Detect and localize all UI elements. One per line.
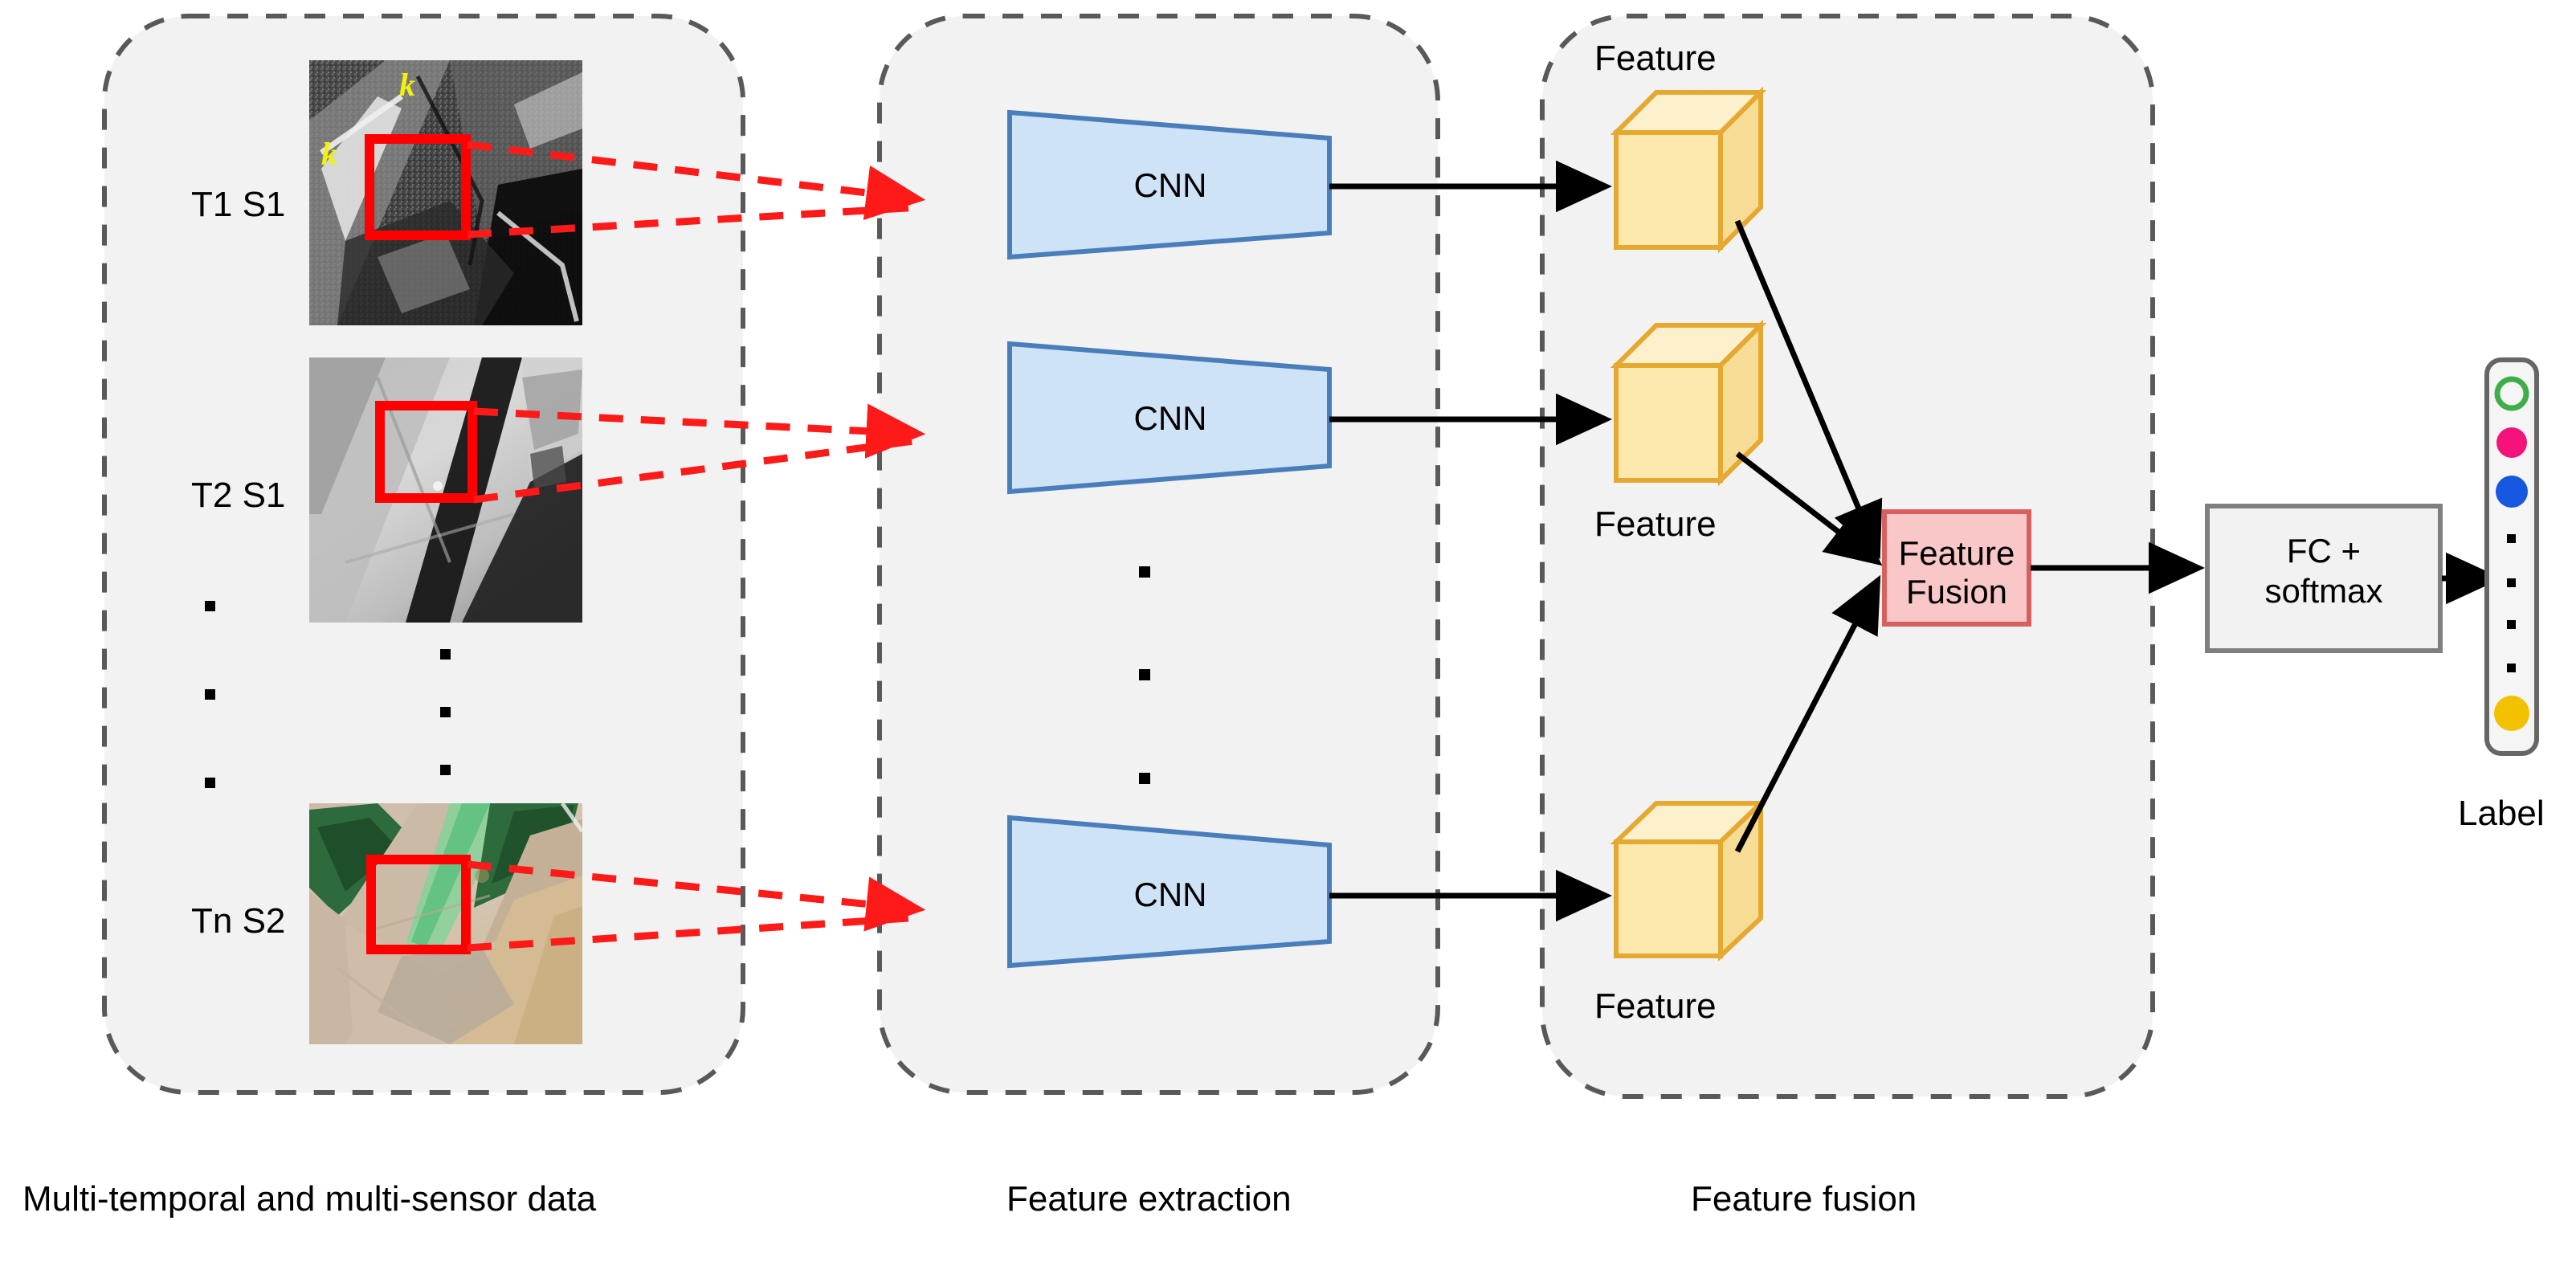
- crop-box-t2: [375, 401, 477, 503]
- cnn-block-2-label: CNN: [1133, 399, 1207, 437]
- feature-label-3: Feature: [1594, 986, 1717, 1026]
- input-ellipsis-dot: [205, 778, 215, 788]
- fc-softmax-label-line2: softmax: [2264, 572, 2383, 610]
- arrow-feature1-to-fusion: [1734, 219, 1883, 560]
- input-image-t1-s1: [309, 60, 582, 325]
- feature-fusion-label-line1: Feature: [1898, 534, 2015, 572]
- label-class-n: [2494, 696, 2529, 731]
- cnn-block-2[interactable]: [1007, 341, 1332, 495]
- crop-box-t1: [365, 134, 471, 240]
- cnn-block-3[interactable]: [1007, 815, 1332, 969]
- cnn-ellipsis-dot: [1139, 566, 1150, 578]
- panel-caption-fusion: Feature fusion: [1691, 1179, 1917, 1219]
- label-class-3: [2496, 476, 2528, 508]
- label-ellipsis-3: [2507, 620, 2516, 629]
- input-ellipsis-dot: [205, 689, 215, 700]
- label-ellipsis-4: [2507, 664, 2516, 672]
- label-ellipsis-1: [2507, 534, 2516, 543]
- output-label-caption: Label: [2458, 794, 2545, 833]
- label-class-1: [2494, 376, 2529, 411]
- k-label-left-icon: k: [321, 136, 337, 172]
- input-ellipsis-dot: [440, 707, 451, 717]
- feature-cube-1: [1610, 86, 1767, 254]
- cnn-block-3-label: CNN: [1133, 876, 1207, 913]
- crop-link-group-1: [467, 141, 926, 239]
- crop-link-group-3: [467, 860, 926, 952]
- input-ellipsis-dot: [440, 765, 451, 775]
- panel-caption-data: Multi-temporal and multi-sensor data: [22, 1179, 597, 1219]
- input-label-tn-s2: Tn S2: [191, 901, 286, 941]
- cnn-block-1-label: CNN: [1133, 166, 1207, 204]
- feature-label-1: Feature: [1594, 39, 1717, 78]
- feature-cube-3: [1610, 797, 1767, 962]
- feature-fusion-label-line2: Fusion: [1905, 573, 2008, 610]
- input-label-t1-s1: T1 S1: [191, 185, 286, 224]
- cnn-ellipsis-dot: [1139, 773, 1150, 784]
- feature-label-2: Feature: [1594, 504, 1717, 544]
- input-image-t2-s1: [309, 357, 582, 623]
- arrow-feature3-to-fusion: [1734, 574, 1881, 853]
- input-ellipsis-dot: [205, 601, 215, 611]
- cnn-ellipsis-dot: [1139, 669, 1150, 680]
- fc-softmax-box[interactable]: [2205, 504, 2443, 653]
- input-label-t2-s1: T2 S1: [191, 476, 286, 515]
- input-image-tn-s2: [309, 803, 582, 1044]
- label-class-2: [2496, 427, 2527, 458]
- feature-cube-2: [1610, 319, 1767, 487]
- feature-fusion-box[interactable]: [1882, 509, 2031, 627]
- panel-caption-extraction: Feature extraction: [1006, 1179, 1292, 1219]
- label-column: [2484, 357, 2539, 756]
- arrow-feature2-to-fusion: [1735, 451, 1883, 566]
- input-ellipsis-dot: [440, 649, 451, 660]
- k-label-top-icon: k: [399, 67, 415, 103]
- fc-softmax-label-line1: FC +: [2286, 532, 2362, 570]
- crop-box-tn: [366, 855, 471, 954]
- label-ellipsis-2: [2507, 578, 2516, 587]
- cnn-block-1[interactable]: [1007, 109, 1332, 260]
- crop-link-group-2: [473, 403, 926, 504]
